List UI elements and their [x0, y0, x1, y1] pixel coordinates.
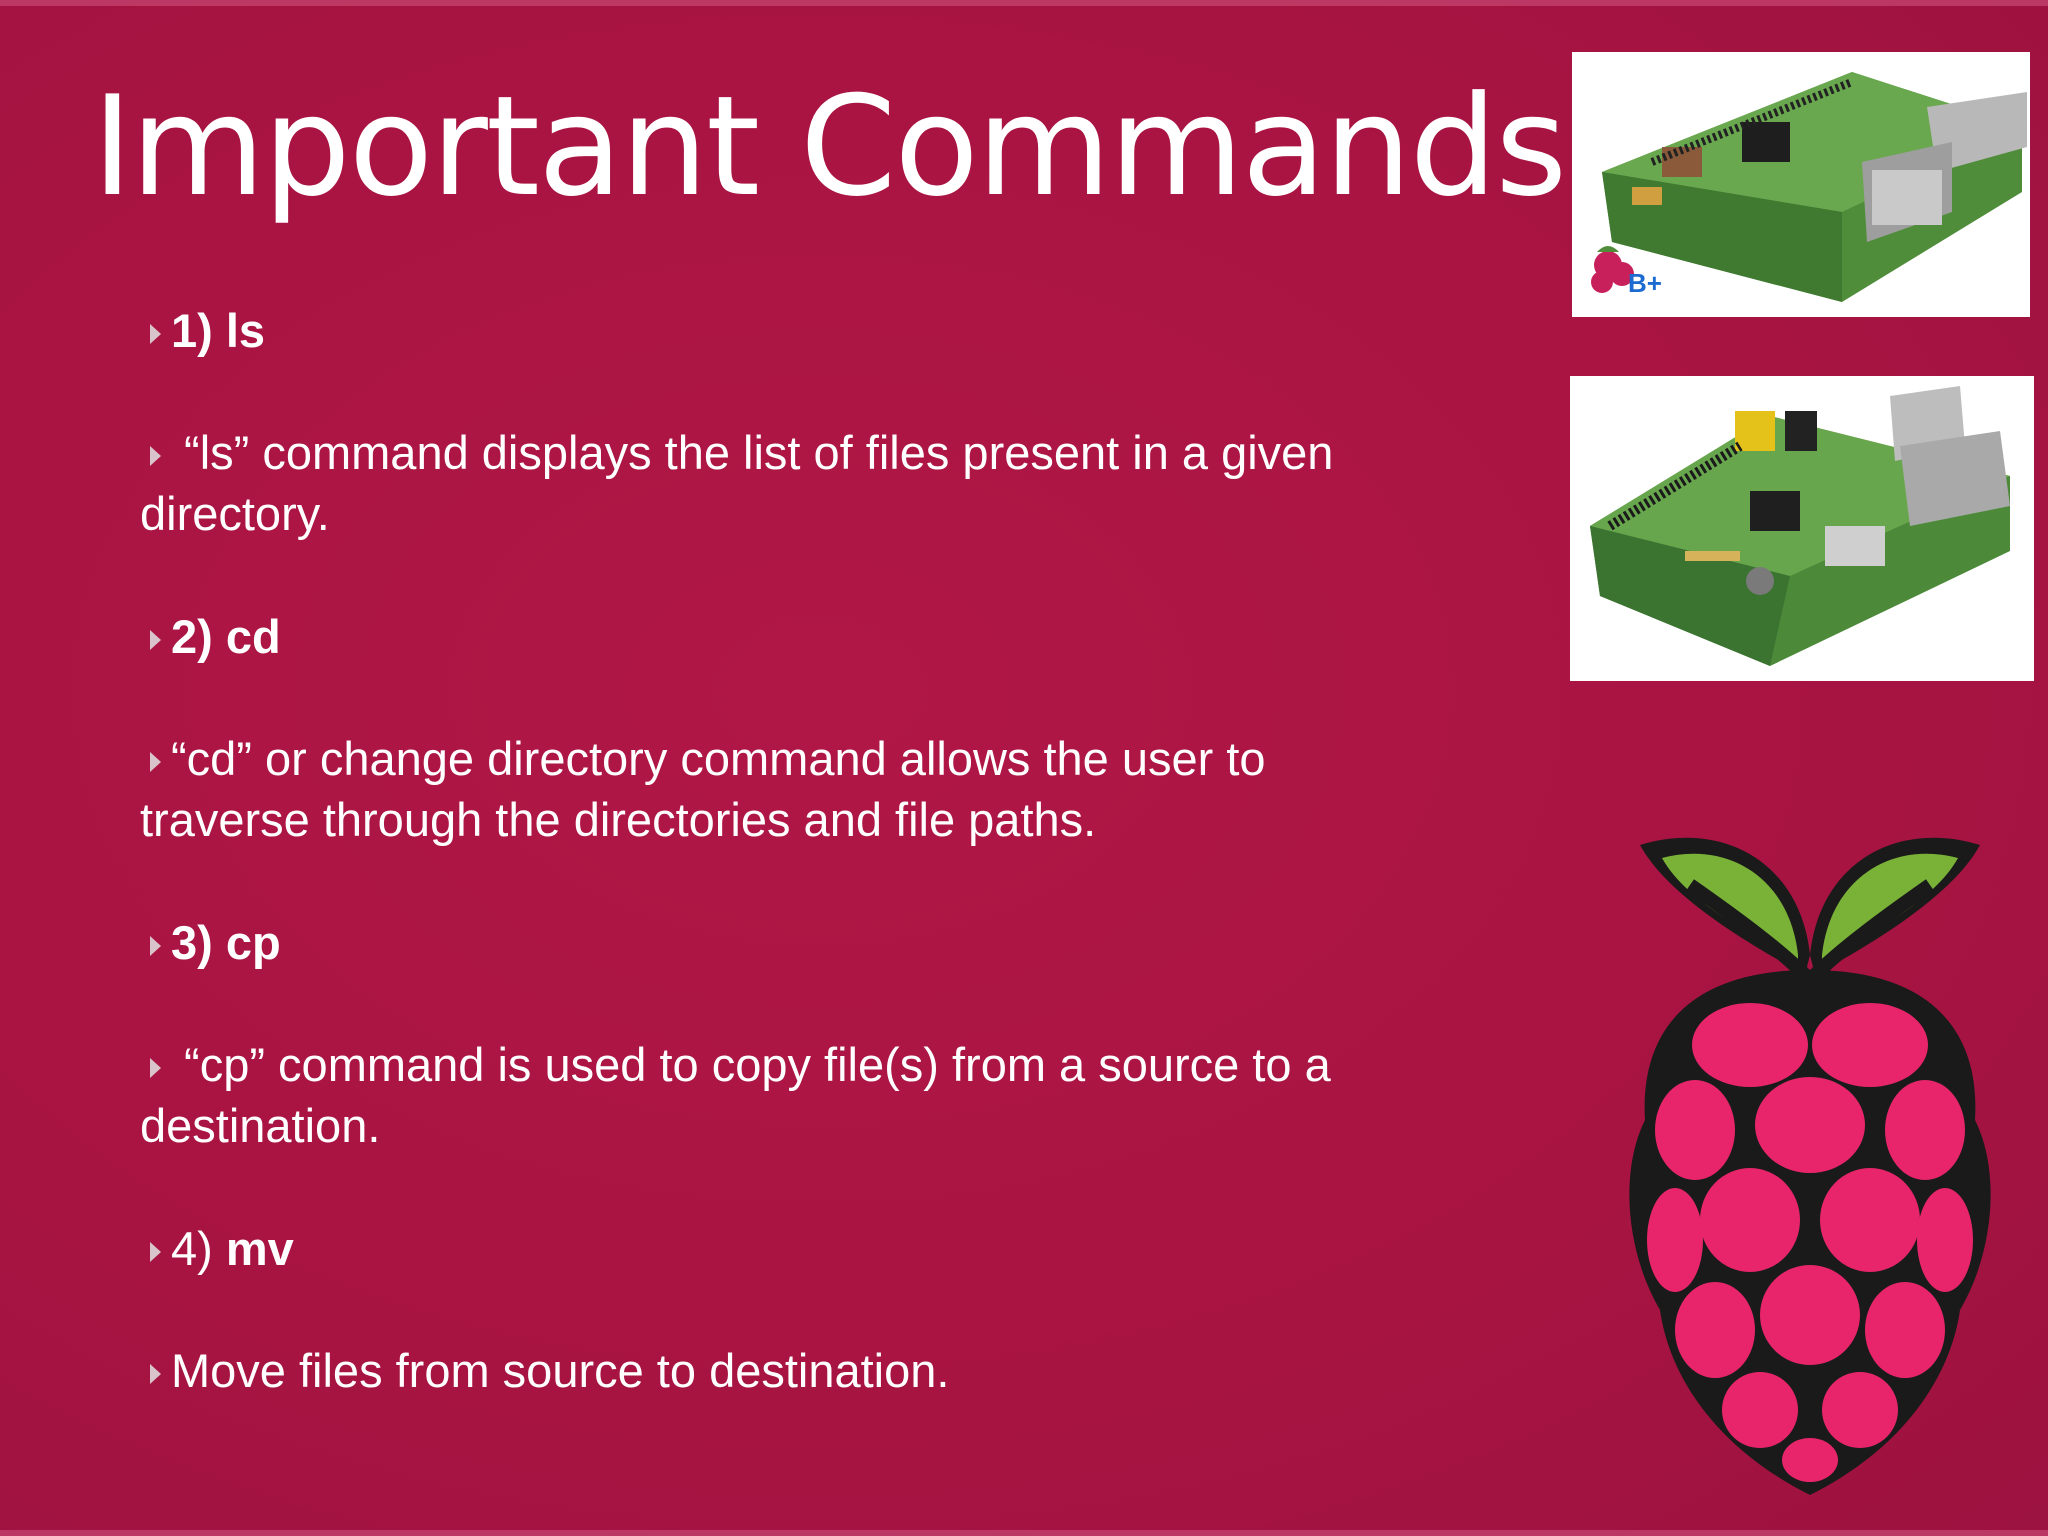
bullet-item-mv-heading: 4) mv — [140, 1218, 1430, 1279]
b-plus-logo-text: B+ — [1628, 268, 1662, 298]
raspberry-logo-icon — [1629, 837, 1991, 1495]
description-text: Move files from source to destination. — [171, 1344, 950, 1397]
raspberry-pi-b-plus-photo: B+ — [1572, 52, 2030, 317]
item-number: 1) — [171, 304, 213, 357]
command-name: cd — [225, 610, 281, 663]
bullet-item-ls-heading: 1) ls — [140, 300, 1430, 361]
bullet-item-cp-heading: 3) cp — [140, 912, 1430, 973]
description-text: “cd” or change directory command allows … — [140, 732, 1266, 846]
command-name: cp — [225, 916, 281, 969]
slide-top-edge — [0, 0, 2048, 6]
slide-title: Important Commands — [92, 66, 1567, 227]
raspberry-pi-logo — [1600, 790, 2020, 1510]
bullet-icon — [150, 1242, 161, 1262]
description-text: “ls” command displays the list of files … — [140, 426, 1334, 540]
raspberry-pi-model-b-photo — [1570, 376, 2034, 681]
bullet-item-cd-description: “cd” or change directory command allows … — [140, 728, 1430, 850]
bullet-icon — [150, 752, 161, 772]
bullet-item-cd-heading: 2) cd — [140, 606, 1430, 667]
command-name: ls — [225, 304, 266, 357]
bullet-item-mv-description: Move files from source to destination. — [140, 1340, 1430, 1401]
bullet-icon — [150, 1364, 161, 1384]
item-number: 3) — [171, 916, 213, 969]
bullet-item-cp-description: “cp” command is used to copy file(s) fro… — [140, 1034, 1430, 1156]
bullet-icon — [150, 630, 161, 650]
item-number: 2) — [171, 610, 213, 663]
command-name: mv — [225, 1222, 294, 1275]
bullet-icon — [150, 936, 161, 956]
description-text: “cp” command is used to copy file(s) fro… — [140, 1038, 1331, 1152]
bullet-icon — [150, 446, 161, 466]
slide-bottom-edge — [0, 1530, 2048, 1536]
bullet-icon — [150, 324, 161, 344]
board-model-b-illustration — [1570, 376, 2034, 681]
item-number: 4) — [171, 1222, 213, 1275]
bullet-item-ls-description: “ls” command displays the list of files … — [140, 422, 1430, 544]
board-b-plus-illustration: B+ — [1572, 52, 2030, 317]
bullet-icon — [150, 1058, 161, 1078]
